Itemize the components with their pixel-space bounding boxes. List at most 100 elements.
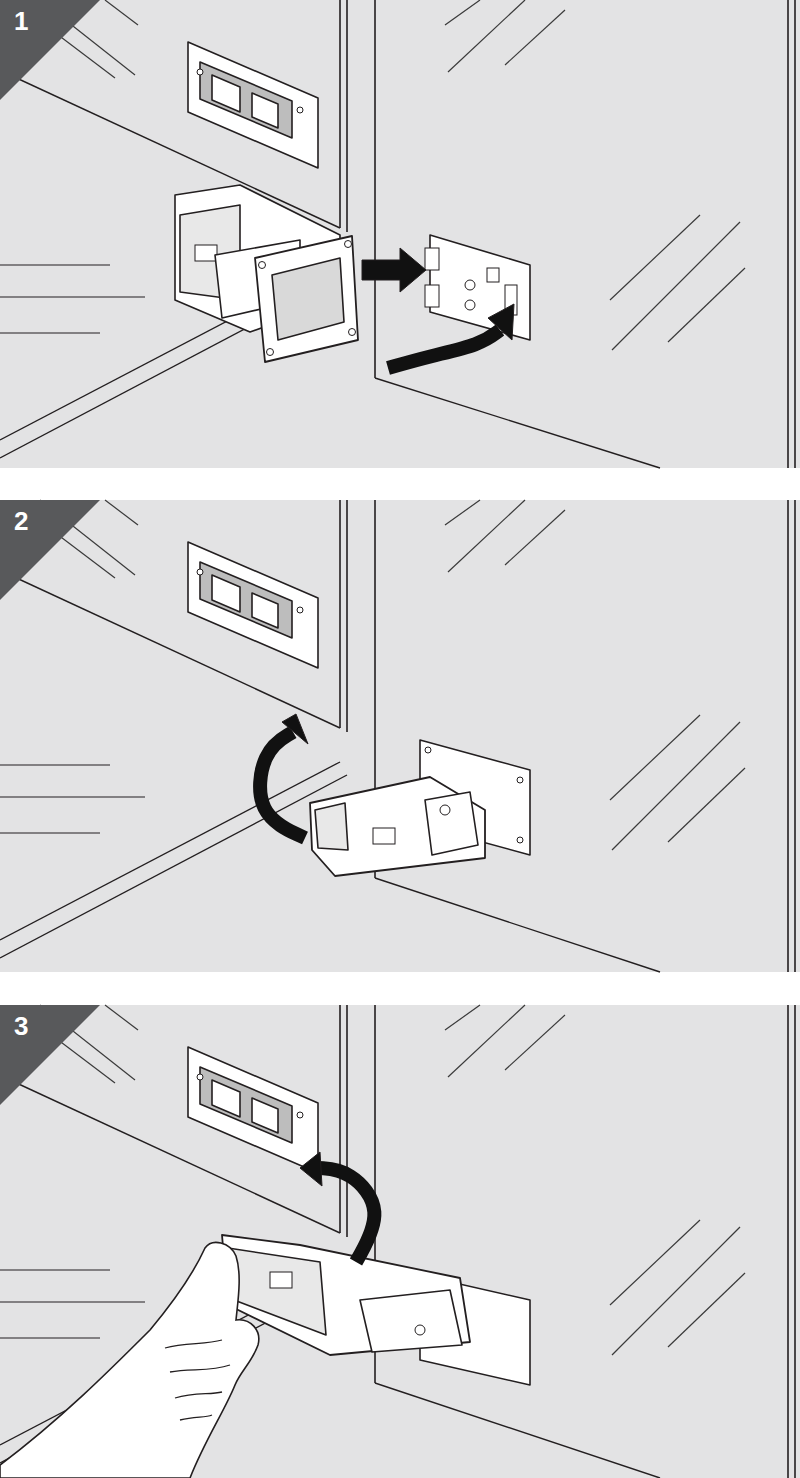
badge-triangle <box>0 0 100 100</box>
hinge-joint <box>425 792 478 855</box>
reflection-line <box>612 1227 740 1355</box>
reflection-line <box>668 768 745 842</box>
screw-hole <box>517 777 523 783</box>
reflection-line <box>445 500 480 525</box>
door-edge <box>375 878 660 972</box>
reflection-line <box>610 715 700 800</box>
reflection-line <box>612 722 740 850</box>
arrow-head <box>488 304 514 340</box>
reflection-line <box>105 500 138 525</box>
reflection-line <box>668 268 745 342</box>
motion-arrow <box>318 1168 374 1262</box>
reflection-line <box>0 796 145 797</box>
reflection-line <box>0 1301 145 1302</box>
step-3-illustration <box>0 1152 530 1478</box>
mounting-plate-clip <box>252 93 278 128</box>
cabinet-edge <box>346 1005 348 1237</box>
reflection-line <box>105 0 138 25</box>
step-badge: 1 <box>0 0 100 100</box>
hinge-window <box>270 1272 292 1288</box>
screw-hole <box>259 262 266 269</box>
step-number: 3 <box>0 1005 28 1039</box>
reflection-line <box>448 500 525 572</box>
door-edge <box>374 0 376 378</box>
screw-hole <box>465 280 475 290</box>
cabinet-edge <box>0 762 340 940</box>
reflection-line <box>0 264 110 265</box>
door-edge <box>794 0 796 468</box>
screw-hole <box>197 569 203 575</box>
screw-hole <box>440 805 450 815</box>
screw-hole <box>425 747 431 753</box>
door-plate-clip <box>487 268 499 282</box>
badge-triangle <box>0 500 100 600</box>
door-edge <box>375 1383 660 1478</box>
reflection-line <box>505 510 565 565</box>
door-edge <box>794 500 796 972</box>
mounting-plate <box>188 1047 318 1173</box>
mounting-plate-clip <box>200 1067 292 1143</box>
cabinet-edge <box>346 0 348 232</box>
reflection-line <box>612 222 740 350</box>
screw-hole <box>345 241 352 248</box>
panel-background <box>0 0 800 468</box>
door-edge <box>787 500 789 972</box>
cabinet-edge <box>339 1005 341 1233</box>
door-edge <box>794 1005 796 1478</box>
mounting-plate <box>188 542 318 668</box>
step-badge: 2 <box>0 500 100 600</box>
door-edge <box>375 378 660 468</box>
screw-hole <box>197 1074 203 1080</box>
reflection-line <box>0 1269 110 1270</box>
reflection-line <box>448 1005 525 1077</box>
screw-hole <box>297 1112 303 1118</box>
cabinet-edge <box>0 775 347 958</box>
reflection-line <box>610 215 700 300</box>
cabinet-edge <box>339 500 341 728</box>
screw-hole <box>297 107 303 113</box>
mounting-plate-clip <box>200 62 292 138</box>
door-plate-clip <box>425 248 439 270</box>
arrow-head <box>282 714 308 744</box>
motion-arrow <box>362 248 426 292</box>
step-2-illustration <box>260 714 530 876</box>
reflection-line <box>505 10 565 65</box>
reflection-line <box>0 832 100 833</box>
door-edge <box>787 1005 789 1478</box>
mounting-plate-clip <box>252 593 278 628</box>
door-plate-clip <box>425 285 439 307</box>
cabinet-edge <box>339 0 341 228</box>
panel <box>0 0 800 468</box>
hinge-window <box>195 245 217 261</box>
step-number: 1 <box>0 0 28 34</box>
screw-hole <box>297 607 303 613</box>
hinge-joint <box>360 1290 462 1352</box>
mounting-plate-clip <box>212 575 240 612</box>
panel-background <box>0 1005 800 1478</box>
reflection-line <box>668 1273 745 1347</box>
reflection-line <box>0 764 110 765</box>
screw-hole <box>267 349 274 356</box>
hand-finger <box>165 1340 230 1420</box>
panel <box>0 500 800 972</box>
hinge-plate-clip <box>272 258 344 340</box>
hinge-arm <box>310 777 485 876</box>
hinge-plate <box>255 236 358 362</box>
mounting-plate-clip <box>212 1080 240 1117</box>
step-number: 2 <box>0 500 28 534</box>
mounting-plate <box>188 42 318 168</box>
door-edge <box>787 0 789 468</box>
reflection-line <box>445 1005 480 1030</box>
hand <box>0 1242 259 1478</box>
reflection-line <box>105 1005 138 1030</box>
cabinet-edge <box>346 500 348 732</box>
screw-hole <box>465 300 475 310</box>
screw-hole <box>197 69 203 75</box>
mounting-plate-clip <box>252 1098 278 1133</box>
reflection-line <box>505 1015 565 1070</box>
door-plate <box>420 740 530 855</box>
step-badge: 3 <box>0 1005 100 1105</box>
panel <box>0 1005 800 1478</box>
